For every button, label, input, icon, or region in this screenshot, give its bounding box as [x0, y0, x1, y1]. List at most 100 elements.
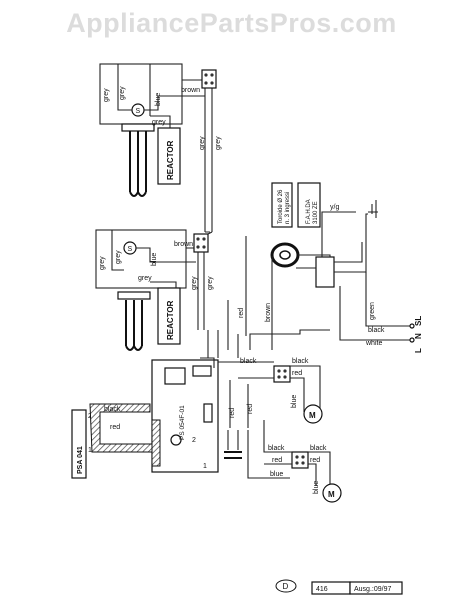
filter-box — [315, 256, 335, 288]
toroid-label-box — [271, 182, 293, 228]
bottom-lamp-tubes — [125, 300, 143, 346]
motor2-blue-label-1: blue — [270, 471, 283, 478]
psa-box — [71, 409, 87, 479]
bottom-riser-wires — [197, 231, 213, 330]
motor1-symbol — [303, 404, 323, 424]
footer-revision-cell — [349, 581, 403, 595]
board-model-label: PS 054F-01 — [179, 405, 186, 440]
psa-label: PSA 041 — [77, 446, 84, 474]
watermark: AppliancePartsPros.com — [66, 8, 397, 38]
central-wiring: red brown — [207, 236, 273, 358]
top-blue-label: blue — [155, 93, 162, 106]
top-grey-label-1: grey — [103, 88, 110, 102]
bottom-wiring — [111, 230, 196, 288]
bottom-connector — [193, 233, 209, 253]
bottom-lamp-enclosure — [95, 229, 187, 289]
top-lamp-socket — [121, 123, 155, 132]
filter-wiring — [296, 211, 368, 273]
psa-pin-1: 1 — [88, 447, 92, 454]
motor1-black-label-1: black — [240, 358, 257, 365]
board-capacitor — [170, 434, 182, 446]
bottom-grey-label-3: grey — [138, 275, 152, 282]
top-grey-label-3: grey — [152, 119, 166, 126]
white-mains-label: white — [365, 340, 382, 347]
motor2-wiring — [247, 420, 331, 492]
top-riser-grey-2: grey — [215, 136, 222, 150]
bottom-grey-label-2: grey — [115, 250, 122, 264]
motor1-label: M — [309, 411, 316, 420]
brown-label-center: brown — [265, 303, 272, 322]
motor2-label: M — [328, 490, 335, 499]
motor2-connector — [291, 451, 309, 469]
bottom-lamp-assembly: S REACTOR grey grey grey blue brown grey… — [95, 229, 214, 351]
cap-plates — [224, 451, 242, 459]
bottom-lamp-tube-ends — [125, 345, 143, 351]
yg-label: y/g — [330, 204, 339, 211]
motor2-blue-label-2: blue — [313, 481, 320, 494]
bottom-lamp-socket — [117, 291, 151, 300]
top-riser-wires — [204, 74, 213, 232]
bottom-reactor-label: REACTOR — [166, 300, 175, 340]
board-top-leads — [200, 357, 215, 368]
motor-2-section: M black black red red blue blue — [247, 420, 342, 503]
footer-logo: D — [283, 582, 289, 591]
board-relay — [164, 367, 186, 385]
psa-harness-end — [151, 419, 161, 467]
psa-pin-2: 2 — [88, 413, 92, 420]
motor1-red-lead-1: red — [229, 408, 236, 418]
motor2-red-label-2: red — [310, 457, 320, 464]
filter-label-box — [297, 182, 321, 228]
mains-N: N — [414, 333, 423, 339]
bottom-reactor — [157, 287, 181, 345]
motor2-black-label-2: black — [310, 445, 327, 452]
top-starter-label: S — [136, 108, 141, 115]
bottom-blue-label: blue — [151, 253, 158, 266]
motor2-red-label-1: red — [272, 457, 282, 464]
control-board: PS 054F-01 2 1 — [151, 357, 219, 473]
motor2-black-label-1: black — [268, 445, 285, 452]
bottom-grey-label-1: grey — [99, 256, 106, 270]
motor1-connector — [273, 365, 291, 383]
bottom-riser-grey-1: grey — [191, 276, 198, 290]
psa-harness — [89, 403, 153, 453]
cap-leads — [227, 430, 239, 450]
motor-capacitor — [224, 430, 242, 459]
motor1-red-lead-2: red — [247, 404, 254, 414]
ground-symbol — [368, 200, 378, 218]
central-runs — [207, 236, 273, 358]
motor1-blue-label: blue — [291, 395, 298, 408]
toroid-core — [270, 242, 300, 268]
mains-wiring — [249, 272, 410, 350]
toroid-label: Toroide Ø 26n. 3 ingressi — [278, 189, 291, 224]
top-grey-label-2: grey — [119, 86, 126, 100]
bottom-riser-grey-2: grey — [207, 276, 214, 290]
top-lamp-assembly: S REACTOR grey grey grey blue brown grey… — [99, 63, 222, 232]
black-mains-label: black — [368, 327, 385, 334]
board-component — [203, 403, 213, 423]
harness-red-label: red — [110, 424, 120, 431]
motor1-black-label-2: black — [292, 358, 309, 365]
board-connector-top — [192, 365, 212, 377]
top-wiring — [117, 64, 205, 128]
green-label: green — [369, 302, 376, 320]
footer-page-number: 416 — [316, 586, 328, 593]
board-terminal-1: 1 — [203, 463, 207, 470]
footer-logo-mark — [275, 579, 297, 593]
red-label-center: red — [238, 308, 245, 318]
top-brown-label: brown — [181, 87, 200, 94]
motor2-symbol — [322, 483, 342, 503]
mains-SL: SL — [414, 316, 423, 326]
filter-label: F.A.H.DA3100 ZE — [306, 199, 319, 224]
top-riser-grey-1: grey — [199, 136, 206, 150]
mains-L: L — [414, 348, 423, 353]
mains-section: Toroide Ø 26n. 3 ingressi F.A.H.DA3100 Z… — [249, 182, 423, 353]
footer: D 416 Ausg.:09/97 — [275, 579, 403, 595]
psa-module: PSA 041 2 1 black red — [71, 403, 161, 479]
motor1-wiring — [218, 361, 321, 428]
motor-1-section: M black black red blue red red — [218, 358, 323, 428]
top-lamp-tubes — [129, 130, 147, 192]
harness-black-label: black — [104, 406, 121, 413]
top-connector — [201, 69, 217, 89]
top-reactor-label: REACTOR — [166, 140, 175, 180]
top-lamp-tube-ends — [129, 191, 147, 197]
